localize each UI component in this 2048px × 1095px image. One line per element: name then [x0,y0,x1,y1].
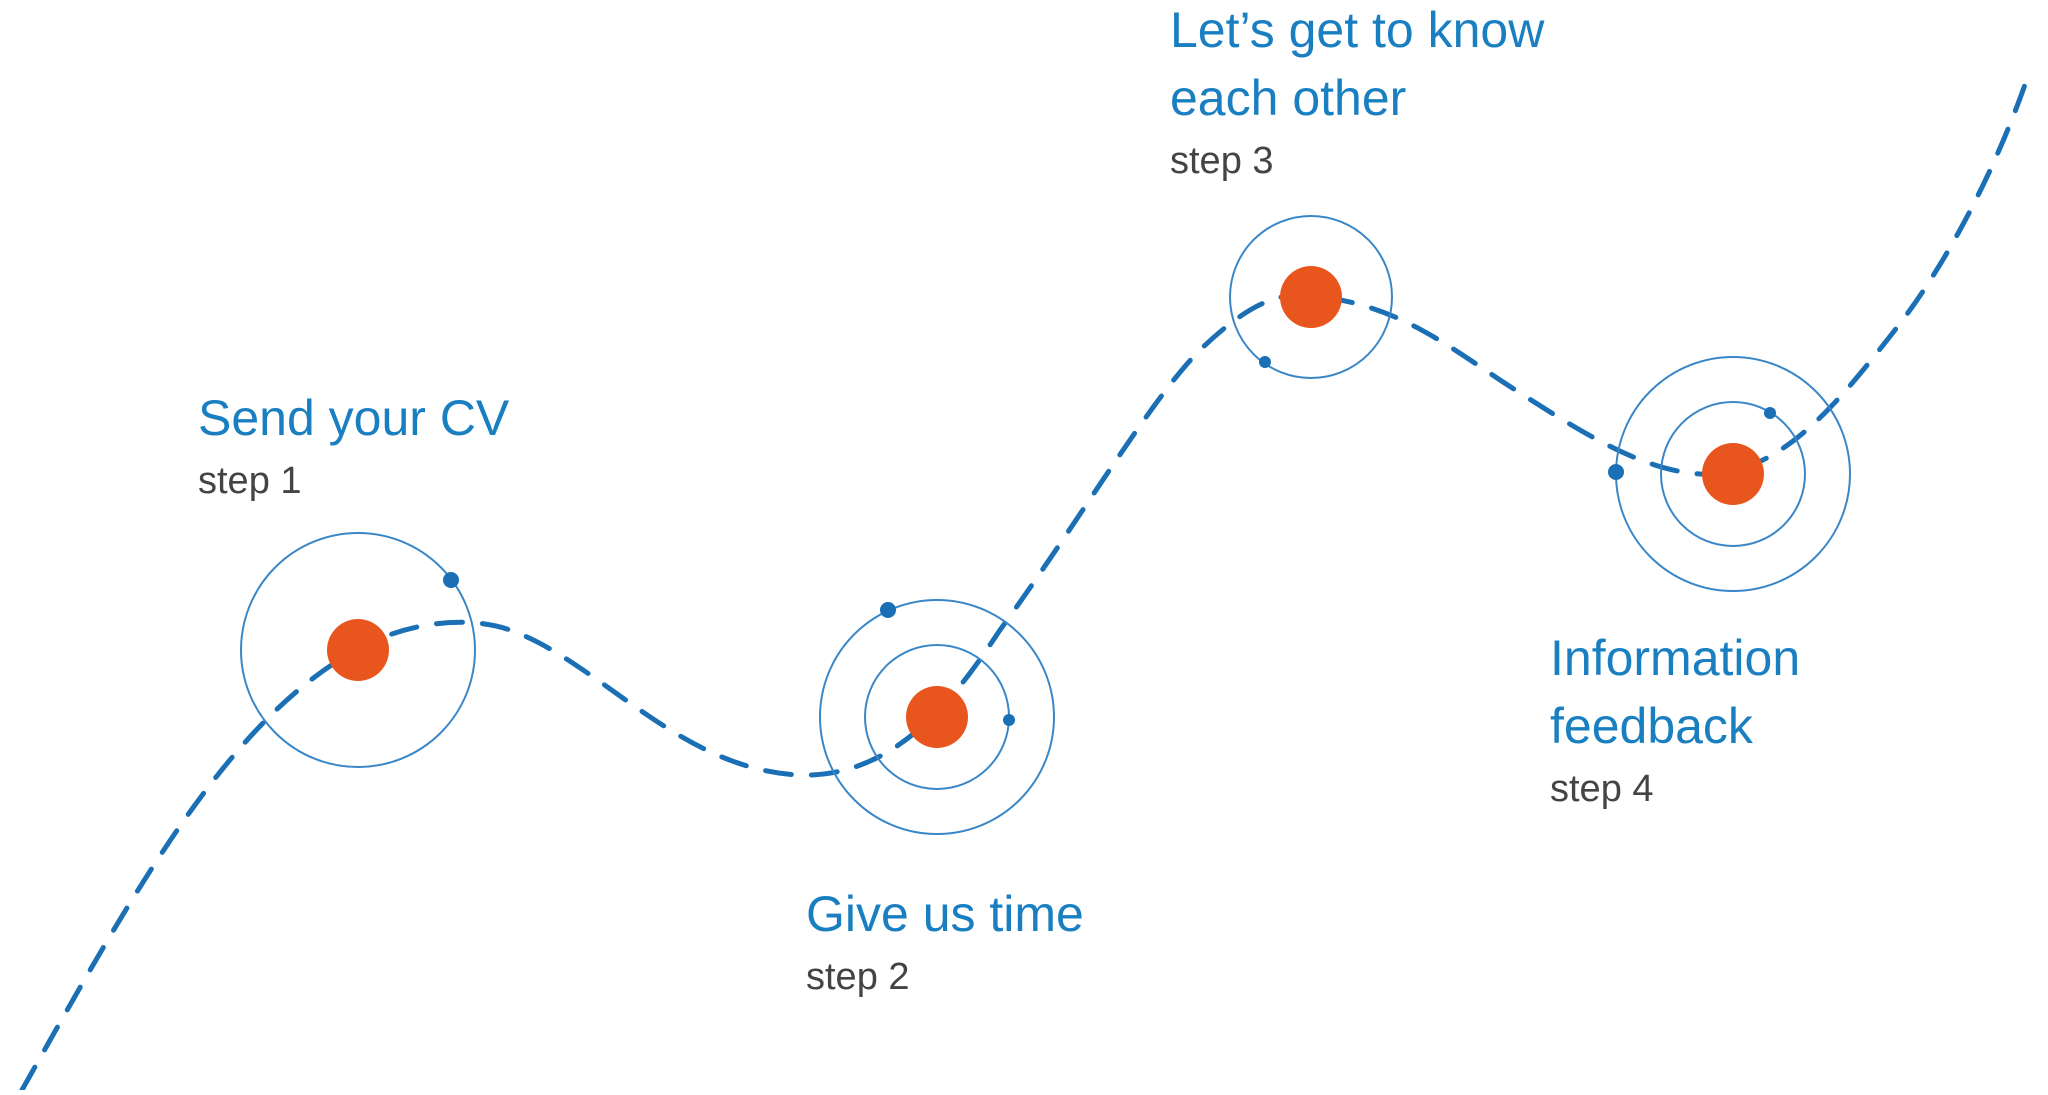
step2-node [819,599,1055,835]
step2-outer-orbit-dot [880,602,896,618]
step3-title-line2: each other [1170,70,1407,126]
step3-text-block: Let’s get to know each other step 3 [1170,0,1544,186]
step2-inner-orbit-dot [1003,714,1015,726]
step4-inner-orbit-dot [1764,407,1776,419]
step3-orbit-dot [1259,356,1271,368]
step4-label: step 4 [1550,768,1654,810]
step4-title-line2: feedback [1550,698,1753,754]
step4-node [1608,356,1851,592]
dashed-journey-path [19,67,2033,1093]
step2-text-block: Give us time step 2 [806,880,1084,1002]
step2-label: step 2 [806,956,910,998]
step3-center-dot [1280,266,1342,328]
step1-node [240,532,476,768]
step4-title-line1: Information [1550,630,1801,686]
step3-outer-ring [1229,215,1393,379]
step1-center-dot [327,619,389,681]
step2-center-dot [906,686,968,748]
step1-outer-ring [240,532,476,768]
step3-title-line1: Let’s get to know [1170,2,1545,58]
step4-inner-ring [1660,401,1806,547]
step1-orbit-dot [443,572,459,588]
step3-node [1229,215,1393,379]
step4-center-dot [1702,443,1764,505]
step4-outer-orbit-dot [1608,464,1624,480]
step1-label: step 1 [198,460,302,502]
step2-outer-ring [819,599,1055,835]
step1-title: Send your CV [198,390,510,446]
step2-title: Give us time [806,886,1084,942]
step3-label: step 3 [1170,140,1274,182]
step4-text-block: Information feedback step 4 [1550,624,1800,814]
step1-text-block: Send your CV step 1 [198,384,509,506]
